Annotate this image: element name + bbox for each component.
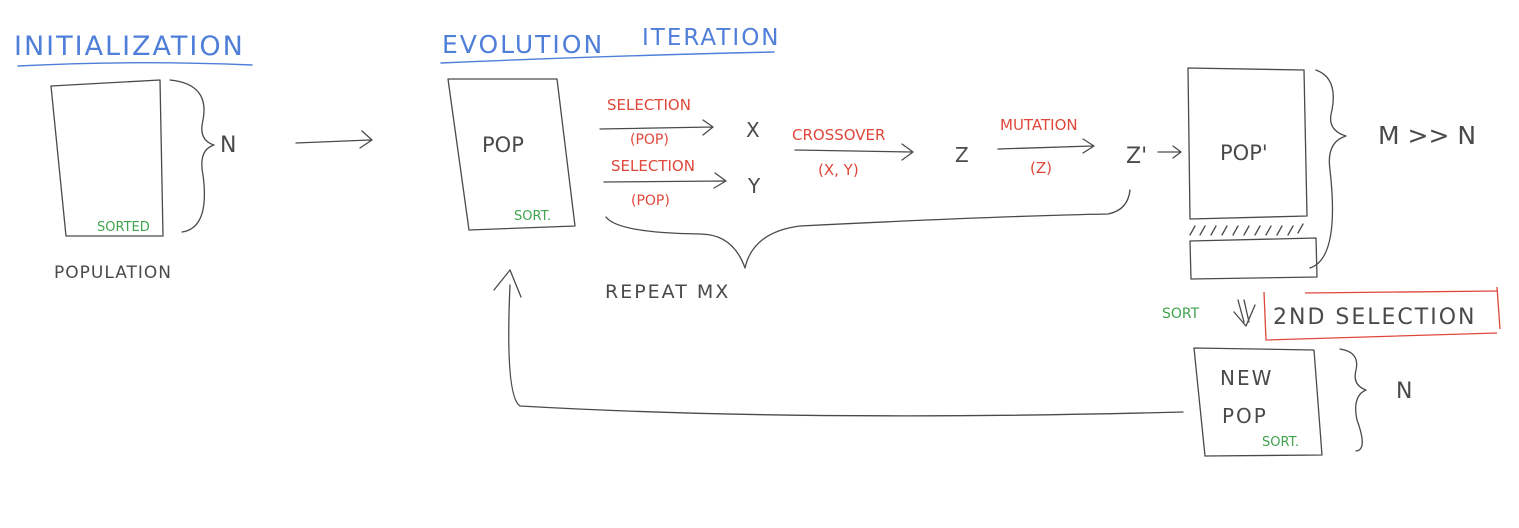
header-initialization: INITIALIZATION	[14, 31, 245, 62]
selection-1-result: X	[746, 118, 760, 142]
repeat-label: REPEAT MX	[605, 281, 730, 303]
selection-2-argument: (POP)	[631, 193, 670, 209]
pop-prime-hatching	[1189, 223, 1304, 236]
new-pop-brace	[1339, 348, 1367, 452]
header-iteration: ITERATION	[642, 25, 781, 51]
pop-prime-label: POP'	[1220, 141, 1268, 165]
pop-prime-brace-label: M >> N	[1378, 121, 1476, 150]
selection-1-operator: SELECTION	[607, 96, 691, 114]
initial-brace-label: N	[220, 133, 236, 158]
initial-caption: POPULATION	[54, 263, 172, 283]
initial-sorted-tag: SORTED	[97, 220, 150, 235]
mutation-arrow	[997, 138, 1095, 154]
crossover-result: Z	[955, 143, 969, 167]
mutation-to-pop-prime-arrow	[1157, 145, 1182, 159]
header-evolution-underline	[440, 51, 775, 64]
selection-1-argument: (POP)	[630, 132, 669, 148]
mutation-result: Z'	[1126, 144, 1147, 169]
new-pop-box	[1193, 347, 1323, 457]
sort-down-arrows	[1233, 299, 1256, 327]
sort-label: SORT	[1162, 306, 1200, 322]
mutation-argument: (Z)	[1030, 159, 1052, 177]
pop-prime-box	[1187, 67, 1308, 220]
header-initialization-underline	[17, 62, 253, 67]
crossover-operator: CROSSOVER	[792, 126, 885, 144]
selection-2-result: Y	[747, 174, 761, 198]
selection-1-arrow	[599, 119, 714, 136]
initial-population-box	[50, 79, 164, 237]
new-pop-sort-tag: SORT.	[1262, 435, 1299, 450]
crossover-arrow	[794, 143, 914, 161]
selection-2-arrow	[603, 172, 727, 189]
new-pop-label-line1: NEW	[1220, 366, 1273, 390]
pop-label: POP	[482, 133, 524, 157]
pop-prime-discard-box	[1189, 237, 1318, 280]
header-evolution: EVOLUTION	[442, 30, 604, 59]
pop-sort-tag: SORT.	[514, 209, 551, 224]
init-to-evolution-arrow	[295, 130, 373, 149]
repeat-brace	[605, 189, 1131, 269]
mutation-operator: MUTATION	[1000, 116, 1078, 134]
new-pop-brace-label: N	[1396, 379, 1412, 404]
second-selection-label: 2ND SELECTION	[1273, 305, 1476, 330]
second-selection-frame	[1263, 286, 1501, 341]
crossover-argument: (X, Y)	[818, 161, 859, 179]
pop-prime-brace	[1309, 69, 1347, 269]
selection-2-operator: SELECTION	[611, 157, 695, 175]
pop-box	[447, 78, 576, 231]
initial-brace	[169, 79, 215, 233]
new-pop-label-line2: POP	[1222, 404, 1268, 428]
feedback-loop-arrow	[493, 269, 1184, 417]
